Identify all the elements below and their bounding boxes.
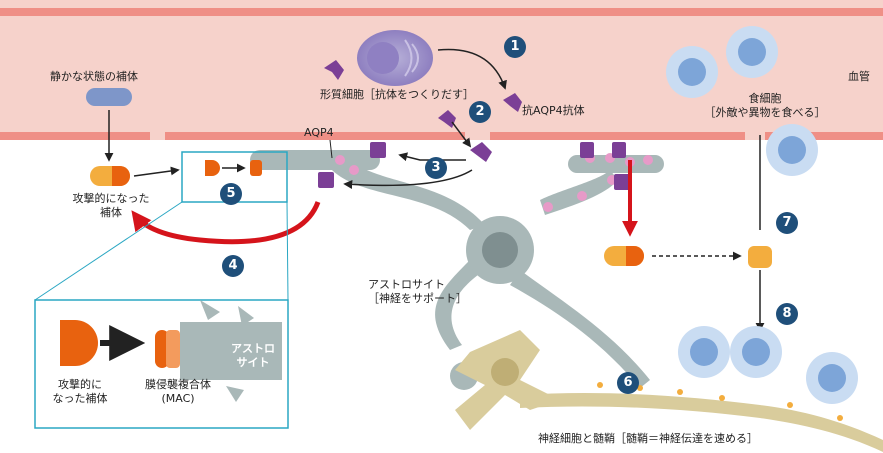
quiet-complement — [86, 88, 132, 106]
bound-antibodies — [318, 142, 630, 190]
inset-mac — [155, 300, 282, 402]
blood-vessel-label: 血管 — [848, 70, 870, 83]
activated-complement-label: 攻撃的になった 補体 — [72, 192, 150, 219]
complement-receptor-piece — [748, 246, 772, 268]
inset-complement-label: 攻撃的に なった補体 — [52, 378, 108, 405]
quiet-complement-label: 静かな状態の補体 — [50, 70, 138, 83]
antibody-icon — [503, 93, 522, 112]
step-6-badge: 6 — [617, 372, 639, 394]
phagocyte-group-tissue — [678, 326, 858, 404]
inset-astrocyte-label: アストロ サイト — [231, 342, 275, 369]
step-4-badge: 4 — [222, 255, 244, 277]
antibody-icon — [438, 110, 456, 128]
neuron-myelin-label: 神経細胞と髄鞘［髄鞘＝神経伝達を速める］ — [538, 432, 758, 445]
astrocyte-label: アストロサイト ［神経をサポート］ — [368, 278, 467, 305]
plasma-to-antibody-arrow — [437, 48, 507, 90]
step-8-badge: 8 — [776, 303, 798, 325]
activated-complement-brain — [604, 246, 644, 266]
plasma-cell — [357, 30, 433, 86]
anti-aqp4-antibody-label: 抗AQP4抗体 — [522, 104, 585, 117]
astrocyte-nucleus — [482, 232, 518, 268]
step-2-badge: 2 — [469, 101, 491, 123]
phagocyte-label: 食細胞 ［外敵や異物を食べる］ — [704, 92, 826, 119]
phagocyte-group-vessel — [666, 26, 818, 176]
plasma-cell-label: 形質細胞［抗体をつくりだす］ — [320, 88, 474, 101]
step-3-badge: 3 — [425, 157, 447, 179]
step-1-badge: 1 — [504, 36, 526, 58]
antibody-icon — [324, 60, 344, 80]
step-5-badge: 5 — [220, 183, 242, 205]
astrocyte — [250, 150, 664, 390]
antibody-group — [324, 60, 522, 162]
inset-complement — [60, 320, 98, 366]
step4-red-arrow — [131, 201, 321, 245]
activated-complement — [90, 166, 130, 186]
inset-mac-label: 膜侵襲複合体 (MAC) — [145, 378, 211, 405]
antibody-icon — [470, 142, 492, 162]
step-7-badge: 7 — [776, 212, 798, 234]
myelin-debris — [597, 382, 843, 421]
aqp4-label: AQP4 — [304, 126, 334, 139]
